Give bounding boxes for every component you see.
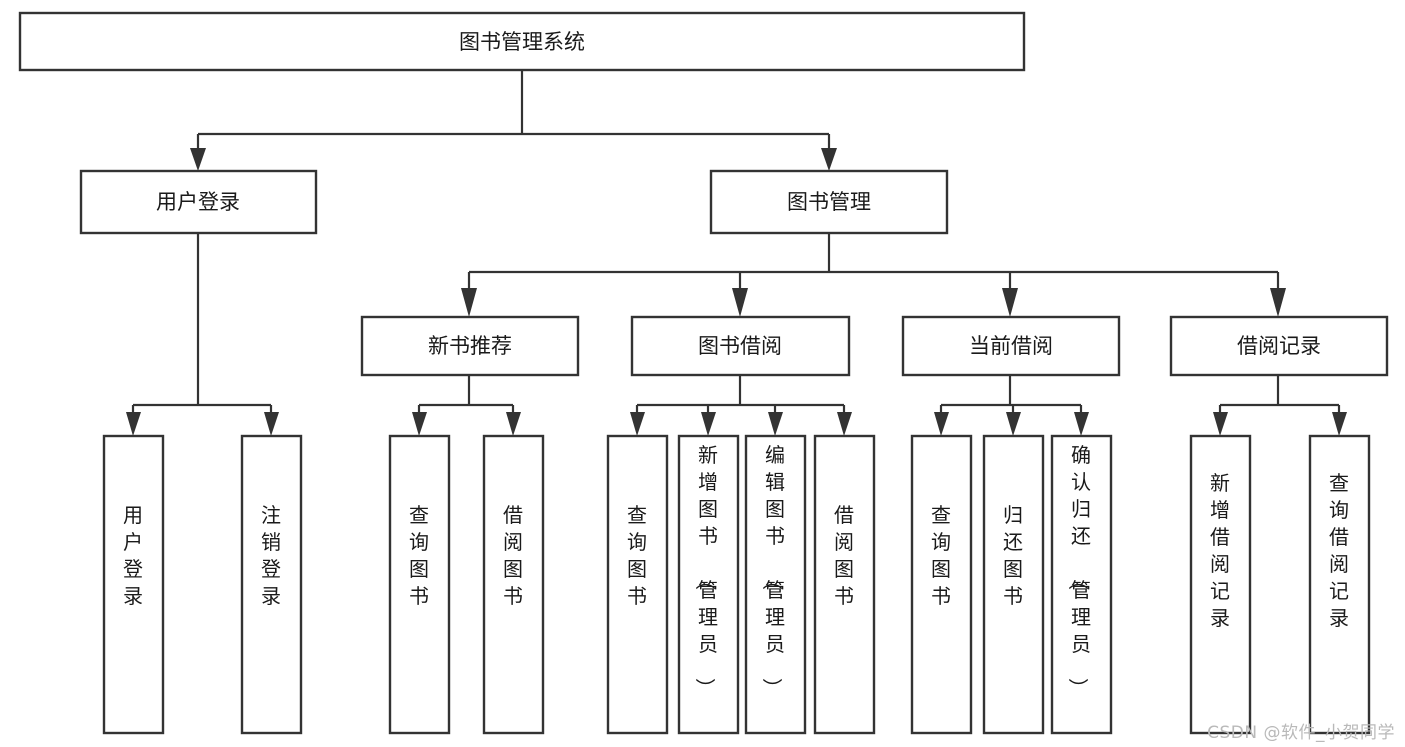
node-leaf-query-book-1-label: 查询图书 bbox=[409, 503, 429, 608]
node-leaf-return-book[interactable]: 归还图书 bbox=[982, 434, 1045, 735]
node-root[interactable]: 图书管理系统 bbox=[18, 11, 1026, 72]
node-leaf-borrow-book-2-label: 借阅图书 bbox=[834, 503, 854, 608]
arrowhead-leaf-return-book bbox=[1006, 412, 1021, 436]
node-book-mgmt[interactable]: 图书管理 bbox=[709, 169, 949, 235]
node-leaf-add-record-label: 新增借阅记录 bbox=[1210, 471, 1230, 630]
node-borrow-record-label: 借阅记录 bbox=[1237, 334, 1321, 358]
arrowhead-leaf-logout bbox=[264, 412, 279, 436]
node-root-box[interactable] bbox=[18, 11, 1026, 72]
arrowhead-leaf-borrow-book-2 bbox=[837, 412, 852, 436]
node-leaf-user-login-box[interactable] bbox=[102, 434, 165, 735]
node-leaf-add-book-box[interactable] bbox=[677, 434, 740, 735]
arrowhead-borrow-record bbox=[1270, 288, 1286, 317]
arrowhead-current-borrow bbox=[1002, 288, 1018, 317]
node-leaf-query-book-2[interactable]: 查询图书 bbox=[606, 434, 669, 735]
arrowhead-book-borrow bbox=[732, 288, 748, 317]
arrowhead-leaf-confirm-return bbox=[1074, 412, 1089, 436]
node-leaf-add-record-box[interactable] bbox=[1189, 434, 1252, 735]
node-current-borrow[interactable]: 当前借阅 bbox=[901, 315, 1121, 377]
arrowhead-leaf-query-record bbox=[1332, 412, 1347, 436]
node-leaf-query-book-1-box[interactable] bbox=[388, 434, 451, 735]
arrowhead-leaf-query-book-2 bbox=[630, 412, 645, 436]
node-user-login[interactable]: 用户登录 bbox=[79, 169, 318, 235]
node-new-book-rec-label: 新书推荐 bbox=[428, 334, 512, 358]
node-leaf-edit-book[interactable]: 编辑图书（管理员） bbox=[744, 434, 807, 735]
node-leaf-add-record[interactable]: 新增借阅记录 bbox=[1189, 434, 1252, 735]
node-new-book-rec[interactable]: 新书推荐 bbox=[360, 315, 580, 377]
node-leaf-query-book-3[interactable]: 查询图书 bbox=[910, 434, 973, 735]
node-leaf-add-book[interactable]: 新增图书（管理员） bbox=[677, 434, 740, 735]
node-new-book-rec-box[interactable] bbox=[360, 315, 580, 377]
node-leaf-edit-book-label: 编辑图书（管理员） bbox=[760, 443, 785, 698]
node-leaf-add-book-label: 新增图书（管理员） bbox=[693, 443, 718, 698]
node-leaf-borrow-book-1[interactable]: 借阅图书 bbox=[482, 434, 545, 735]
arrowhead-leaf-borrow-book-1 bbox=[506, 412, 521, 436]
node-book-borrow-label: 图书借阅 bbox=[698, 334, 782, 358]
node-leaf-return-book-box[interactable] bbox=[982, 434, 1045, 735]
node-book-mgmt-box[interactable] bbox=[709, 169, 949, 235]
node-book-borrow[interactable]: 图书借阅 bbox=[630, 315, 851, 377]
node-leaf-confirm-return[interactable]: 确认归还（管理员） bbox=[1050, 434, 1113, 735]
node-leaf-query-record-box[interactable] bbox=[1308, 434, 1371, 735]
arrowhead-leaf-add-record bbox=[1213, 412, 1228, 436]
node-leaf-borrow-book-1-label: 借阅图书 bbox=[503, 503, 523, 608]
node-leaf-borrow-book-1-box[interactable] bbox=[482, 434, 545, 735]
node-leaf-query-book-3-box[interactable] bbox=[910, 434, 973, 735]
arrowhead-book-mgmt bbox=[821, 148, 837, 171]
arrowhead-leaf-add-book bbox=[701, 412, 716, 436]
node-leaf-confirm-return-label: 确认归还（管理员） bbox=[1066, 443, 1091, 698]
connector-layer bbox=[126, 70, 1347, 436]
node-book-borrow-box[interactable] bbox=[630, 315, 851, 377]
arrowhead-leaf-query-book-1 bbox=[412, 412, 427, 436]
arrowhead-user-login bbox=[190, 148, 206, 171]
node-borrow-record[interactable]: 借阅记录 bbox=[1169, 315, 1389, 377]
node-current-borrow-box[interactable] bbox=[901, 315, 1121, 377]
watermark-text: CSDN @软件_小贺同学 bbox=[1207, 723, 1395, 743]
node-borrow-record-box[interactable] bbox=[1169, 315, 1389, 377]
arrowhead-leaf-user-login bbox=[126, 412, 141, 436]
node-user-login-label: 用户登录 bbox=[156, 190, 240, 214]
node-leaf-query-record-label: 查询借阅记录 bbox=[1329, 471, 1349, 630]
node-leaf-logout-label: 注销登录 bbox=[261, 503, 281, 608]
node-leaf-query-book-2-box[interactable] bbox=[606, 434, 669, 735]
node-leaf-borrow-book-2[interactable]: 借阅图书 bbox=[813, 434, 876, 735]
node-leaf-borrow-book-2-box[interactable] bbox=[813, 434, 876, 735]
node-leaf-query-book-2-label: 查询图书 bbox=[627, 503, 647, 608]
arrowhead-new-book-rec bbox=[461, 288, 477, 317]
node-root-label: 图书管理系统 bbox=[459, 30, 585, 54]
node-user-login-box[interactable] bbox=[79, 169, 318, 235]
node-leaf-query-book-3-label: 查询图书 bbox=[931, 503, 951, 608]
arrowhead-leaf-query-book-3 bbox=[934, 412, 949, 436]
node-leaf-confirm-return-box[interactable] bbox=[1050, 434, 1113, 735]
node-leaf-query-record[interactable]: 查询借阅记录 bbox=[1308, 434, 1371, 735]
node-leaf-edit-book-box[interactable] bbox=[744, 434, 807, 735]
arrowhead-leaf-edit-book bbox=[768, 412, 783, 436]
node-leaf-user-login[interactable]: 用户登录 bbox=[102, 434, 165, 735]
node-leaf-return-book-label: 归还图书 bbox=[1003, 503, 1023, 608]
node-book-mgmt-label: 图书管理 bbox=[787, 190, 871, 214]
node-leaf-query-book-1[interactable]: 查询图书 bbox=[388, 434, 451, 735]
node-leaf-logout-box[interactable] bbox=[240, 434, 303, 735]
node-leaf-logout[interactable]: 注销登录 bbox=[240, 434, 303, 735]
node-current-borrow-label: 当前借阅 bbox=[969, 334, 1053, 358]
node-leaf-user-login-label: 用户登录 bbox=[123, 503, 143, 608]
